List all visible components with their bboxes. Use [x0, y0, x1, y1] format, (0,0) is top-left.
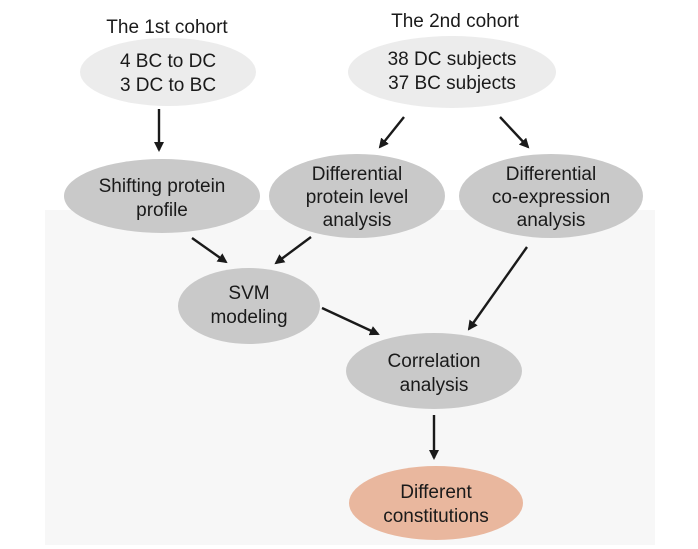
diff-coexp-line1: Differential — [506, 164, 596, 185]
differential-protein-level-node: Differential protein level analysis — [269, 154, 445, 238]
first-cohort-title: The 1st cohort — [106, 17, 228, 38]
second-cohort-title: The 2nd cohort — [391, 11, 520, 32]
arrow-cohort2-to-diff-coexp — [499, 116, 530, 149]
second-cohort-line2: 37 BC subjects — [388, 73, 516, 94]
second-cohort-node: 38 DC subjects 37 BC subjects — [348, 36, 556, 108]
differential-coexpression-node: Differential co-expression analysis — [459, 154, 643, 238]
first-cohort-line1: 4 BC to DC — [120, 51, 216, 72]
correlation-line1: Correlation — [388, 351, 481, 372]
arrow-shifting-to-svm — [191, 237, 228, 264]
different-constitutions-node: Different constitutions — [349, 466, 523, 540]
constitutions-line2: constitutions — [383, 506, 489, 527]
svm-line1: SVM — [228, 283, 269, 304]
shifting-line1: Shifting protein — [99, 176, 226, 197]
arrow-diff-coexp-to-correlation — [467, 246, 528, 331]
correlation-line2: analysis — [400, 375, 469, 396]
svm-line2: modeling — [210, 307, 287, 328]
diff-coexp-line3: analysis — [517, 210, 586, 231]
svm-modeling-node: SVM modeling — [178, 268, 320, 344]
first-cohort-node: 4 BC to DC 3 DC to BC — [80, 38, 256, 106]
diff-protein-line1: Differential — [312, 164, 402, 185]
shifting-line2: profile — [136, 200, 188, 221]
diff-protein-line3: analysis — [323, 210, 392, 231]
diff-coexp-line2: co-expression — [492, 187, 610, 208]
arrow-cohort2-to-diff-protein — [378, 116, 405, 149]
shifting-protein-profile-node: Shifting protein profile — [64, 159, 260, 233]
second-cohort-line1: 38 DC subjects — [388, 49, 517, 70]
correlation-analysis-node: Correlation analysis — [346, 333, 522, 409]
arrow-diff-protein-to-svm — [274, 236, 312, 265]
constitutions-line1: Different — [400, 482, 472, 503]
diff-protein-line2: protein level — [306, 187, 408, 208]
first-cohort-line2: 3 DC to BC — [120, 75, 216, 96]
arrow-svm-to-correlation — [321, 306, 380, 336]
